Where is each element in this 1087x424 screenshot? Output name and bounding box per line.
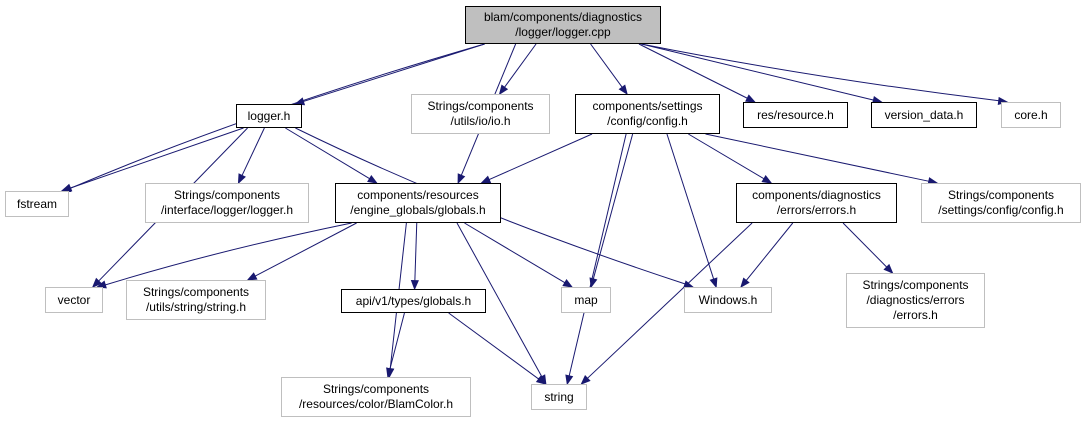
node-label-line: Strings/components xyxy=(322,382,430,396)
node-label-line: /errors.h xyxy=(893,308,938,322)
node-strings-config-h[interactable]: Strings/components /settings/config/conf… xyxy=(921,183,1081,223)
arrowhead-icon xyxy=(498,84,509,96)
node-strings-string-h[interactable]: Strings/components /utils/string/string.… xyxy=(126,280,266,320)
node-logger-cpp: blam/components/diagnostics /logger/logg… xyxy=(465,6,661,44)
node-label-line: /errors/errors.h xyxy=(776,203,857,217)
arrowhead-icon xyxy=(410,280,419,291)
node-label-line: /utils/string/string.h xyxy=(145,300,247,314)
edge-api_globals-to-string xyxy=(448,312,540,380)
node-windows-h[interactable]: Windows.h xyxy=(684,287,772,313)
edge-globals_h-to-strings_string xyxy=(254,222,357,277)
arrowhead-icon xyxy=(91,277,102,288)
node-string[interactable]: string xyxy=(531,384,587,410)
node-config-h[interactable]: components/settings /config/config.h xyxy=(575,94,720,134)
arrowhead-icon xyxy=(709,277,718,289)
edge-config_h-to-errors_h xyxy=(688,133,765,180)
node-map[interactable]: map xyxy=(561,287,611,313)
node-resource-h[interactable]: res/resource.h xyxy=(743,102,848,128)
node-core-h[interactable]: core.h xyxy=(1001,102,1061,128)
node-label-line: logger.h xyxy=(247,108,291,123)
node-label-line: vector xyxy=(57,292,91,307)
edge-errors_h-to-string xyxy=(586,222,753,379)
node-label-line: res/resource.h xyxy=(757,107,834,122)
node-label-line: core.h xyxy=(1014,107,1048,122)
node-errors-h[interactable]: components/diagnostics /errors/errors.h xyxy=(736,183,897,223)
edge-logger_h-to-fstream xyxy=(69,127,244,189)
node-version-data-h[interactable]: version_data.h xyxy=(871,102,977,128)
edge-config_h-to-map xyxy=(592,133,634,280)
node-vector[interactable]: vector xyxy=(45,287,103,313)
edge-logger_h-to-globals_h xyxy=(285,127,371,180)
node-logger-h[interactable]: logger.h xyxy=(236,104,302,128)
node-label-line: /diagnostics/errors xyxy=(866,293,965,307)
arrowhead-icon xyxy=(745,94,757,103)
edge-api_globals-to-strings_color xyxy=(389,312,405,370)
node-label-line: /utils/io/io.h xyxy=(450,114,511,128)
arrowhead-icon xyxy=(535,375,547,385)
edge-globals_h-to-map xyxy=(464,222,566,284)
node-strings-errors-h[interactable]: Strings/components /diagnostics/errors /… xyxy=(846,273,985,328)
node-label-line: map xyxy=(574,292,598,307)
edge-globals_h-to-api_globals xyxy=(414,222,418,281)
node-strings-logger-h[interactable]: Strings/components /interface/logger/log… xyxy=(145,183,309,223)
arrowhead-icon xyxy=(457,173,466,185)
node-api-globals-h[interactable]: api/v1/types/globals.h xyxy=(341,289,486,313)
edge-config_h-to-strings_config xyxy=(705,133,930,182)
node-globals-h[interactable]: components/resources /engine_globals/glo… xyxy=(335,183,501,223)
edge-root-to-logger_h xyxy=(302,43,485,103)
edge-config_h-to-windows_h xyxy=(666,133,715,280)
node-label-line: components/diagnostics xyxy=(752,188,881,202)
arrowhead-icon xyxy=(618,84,628,96)
node-label-line: Windows.h xyxy=(698,292,758,307)
node-strings-io-h[interactable]: Strings/components /utils/io/io.h xyxy=(411,94,550,134)
node-label-line: api/v1/types/globals.h xyxy=(355,293,472,308)
node-label-line: Strings/components xyxy=(947,188,1055,202)
node-label-line: Strings/components xyxy=(427,99,534,113)
edge-root-to-resource_h xyxy=(638,43,748,99)
edge-globals_h-to-vector xyxy=(104,222,352,286)
arrowhead-icon xyxy=(565,374,574,386)
arrowhead-icon xyxy=(562,278,574,288)
node-label-line: /resources/color/BlamColor.h xyxy=(298,397,454,411)
edge-config_h-to-string xyxy=(568,133,627,377)
arrowhead-icon xyxy=(246,272,258,281)
node-fstream[interactable]: fstream xyxy=(5,191,69,217)
edge-logger_h-to-strings_logger xyxy=(241,127,265,176)
node-label-line: blam/components/diagnostics xyxy=(483,10,643,24)
arrowhead-icon xyxy=(883,263,894,274)
arrowhead-icon xyxy=(580,374,591,385)
node-strings-blamcolor-h[interactable]: Strings/components /resources/color/Blam… xyxy=(281,377,471,417)
node-label-line: components/settings xyxy=(592,99,703,113)
node-label-line: /logger/logger.cpp xyxy=(515,25,611,39)
arrowhead-icon xyxy=(237,173,246,185)
arrowhead-icon xyxy=(367,174,378,184)
node-label-line: Strings/components xyxy=(142,285,250,299)
node-label-line: /settings/config/config.h xyxy=(938,203,1064,217)
node-label-line: components/resources xyxy=(357,188,479,202)
node-label-line: /engine_globals/globals.h xyxy=(350,203,486,217)
node-label-line: version_data.h xyxy=(884,107,964,122)
edge-root-to-strings_io xyxy=(503,43,537,88)
edge-globals_h-to-string xyxy=(456,222,543,378)
node-label-line: Strings/components xyxy=(862,278,969,292)
node-label-line: /interface/logger/logger.h xyxy=(160,203,294,217)
arrowhead-icon xyxy=(386,367,395,379)
node-label-line: string xyxy=(544,389,574,404)
arrowhead-icon xyxy=(480,175,492,184)
node-label-line: /config/config.h xyxy=(607,114,688,128)
edge-errors_h-to-windows_h xyxy=(745,222,794,282)
arrowhead-icon xyxy=(740,277,750,289)
edge-root-to-core_h xyxy=(641,43,1000,102)
node-label-line: fstream xyxy=(16,196,57,211)
edge-root-to-config_h xyxy=(590,43,623,88)
edge-errors_h-to-strings_errors xyxy=(842,222,888,268)
edge-config_h-to-globals_h xyxy=(488,133,593,181)
arrowhead-icon xyxy=(761,174,773,184)
edge-root-to-version_data xyxy=(641,43,874,101)
node-label-line: Strings/components xyxy=(173,188,281,202)
